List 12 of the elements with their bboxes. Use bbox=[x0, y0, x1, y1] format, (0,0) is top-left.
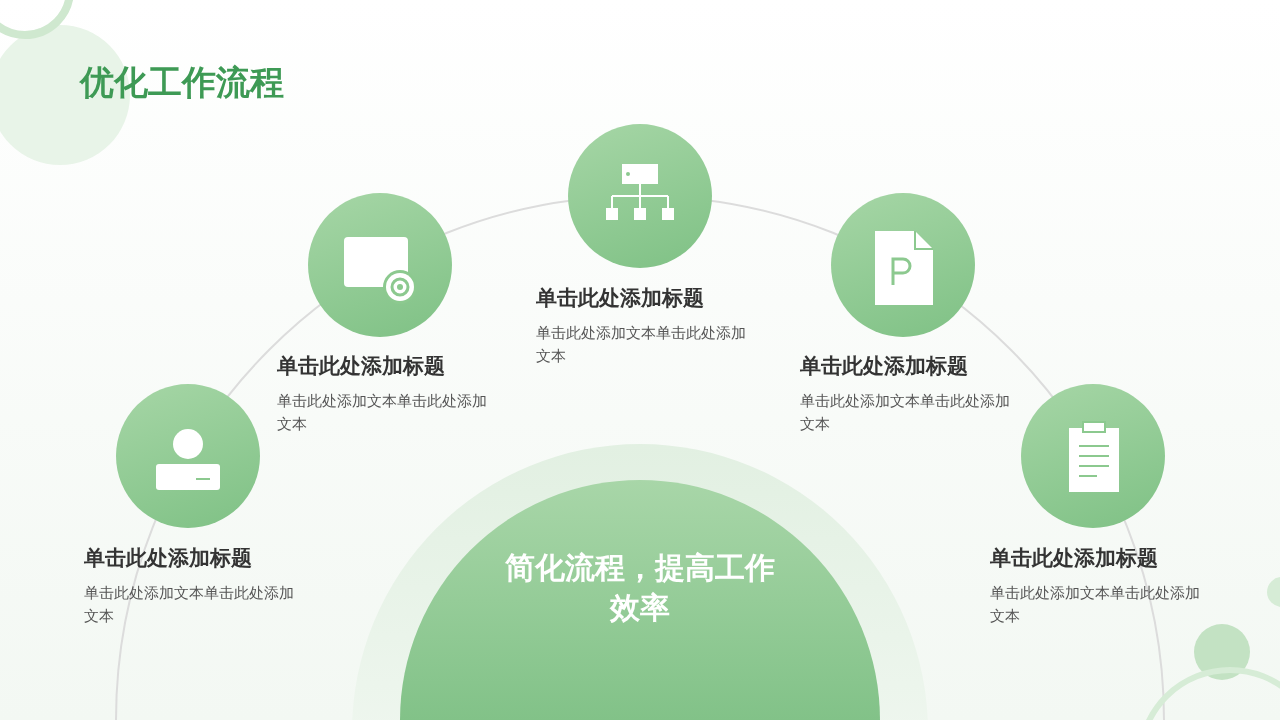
item-text: 单击此处添加文本单击此处添加文本 bbox=[84, 583, 295, 627]
slide-title: 优化工作流程 bbox=[80, 61, 284, 104]
item-text: 单击此处添加文本单击此处添加文本 bbox=[277, 391, 488, 435]
item-text: 单击此处添加文本单击此处添加文本 bbox=[990, 583, 1201, 627]
item-title: 单击此处添加标题 bbox=[84, 545, 252, 572]
center-text: 简化流程，提高工作效率 bbox=[504, 549, 776, 627]
item-title: 单击此处添加标题 bbox=[800, 353, 968, 380]
item-title: 单击此处添加标题 bbox=[277, 353, 445, 380]
item-title: 单击此处添加标题 bbox=[536, 285, 704, 312]
item-text: 单击此处添加文本单击此处添加文本 bbox=[536, 323, 747, 367]
item-text: 单击此处添加文本单击此处添加文本 bbox=[800, 391, 1011, 435]
item-title: 单击此处添加标题 bbox=[990, 545, 1158, 572]
